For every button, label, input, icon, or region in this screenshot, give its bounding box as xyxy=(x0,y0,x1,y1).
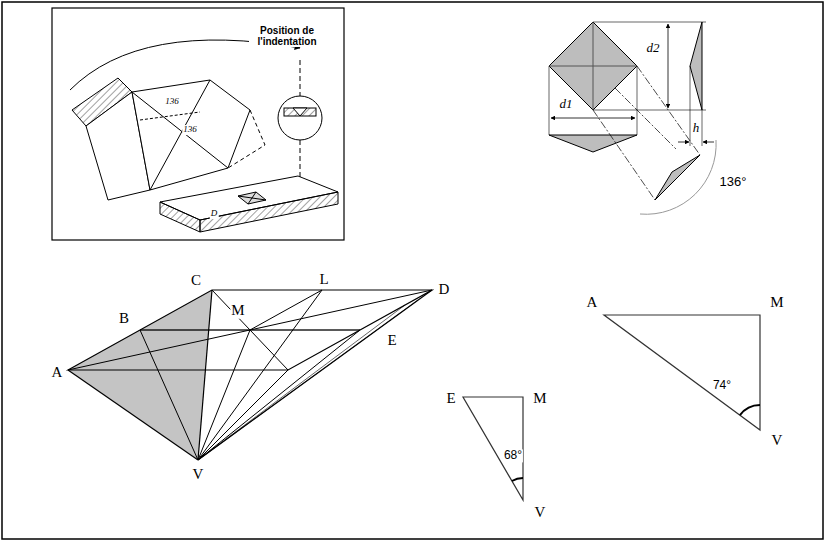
angle-label: 136 xyxy=(164,97,180,107)
dimension-label: h xyxy=(692,121,701,135)
zoom-circle xyxy=(278,96,322,140)
bottom-profile xyxy=(549,135,637,152)
angle-arc xyxy=(740,405,760,415)
section-triangles xyxy=(463,315,760,500)
indenter-drawing xyxy=(70,40,338,232)
point-label: E xyxy=(386,332,397,349)
triangle-emv xyxy=(463,397,523,500)
h-dimension xyxy=(678,142,689,143)
point-label: B xyxy=(118,310,130,327)
angle-arc xyxy=(512,478,523,481)
dimension-label: d1 xyxy=(559,97,574,111)
point-label: A xyxy=(51,364,64,381)
indenter-face xyxy=(132,80,250,190)
d1-dimension xyxy=(551,118,635,119)
pyramid-figure xyxy=(68,290,432,460)
angle-label: 74° xyxy=(712,379,732,392)
indent-projections xyxy=(549,22,716,214)
point-label: V xyxy=(534,504,547,521)
point-label: L xyxy=(318,271,329,288)
shaded-face xyxy=(68,290,212,460)
angle-profile xyxy=(655,155,700,200)
point-label: D xyxy=(438,281,451,298)
point-label: E xyxy=(445,390,456,407)
point-label: M xyxy=(532,390,547,407)
point-label: M xyxy=(769,294,784,311)
point-label: V xyxy=(771,432,784,449)
point-label: V xyxy=(192,466,205,483)
sample-front xyxy=(160,202,200,232)
photo-panel xyxy=(52,8,344,240)
angle-arc xyxy=(640,140,716,214)
dimension-label: d2 xyxy=(646,41,661,55)
point-label: A xyxy=(586,294,599,311)
point-label: D xyxy=(210,209,219,219)
indentation-mark xyxy=(238,192,266,204)
angle-label: 136° xyxy=(719,175,748,189)
d2-dimension xyxy=(668,24,669,108)
angle-label: 68° xyxy=(503,449,523,462)
point-label: M xyxy=(230,302,245,319)
side-profile xyxy=(690,22,702,110)
note-text: Position de l'indentation xyxy=(249,25,325,47)
triangle-amv xyxy=(604,315,760,430)
angle-label: 136 xyxy=(182,125,198,135)
point-label: C xyxy=(190,272,202,289)
rotation-arrow xyxy=(70,40,300,90)
